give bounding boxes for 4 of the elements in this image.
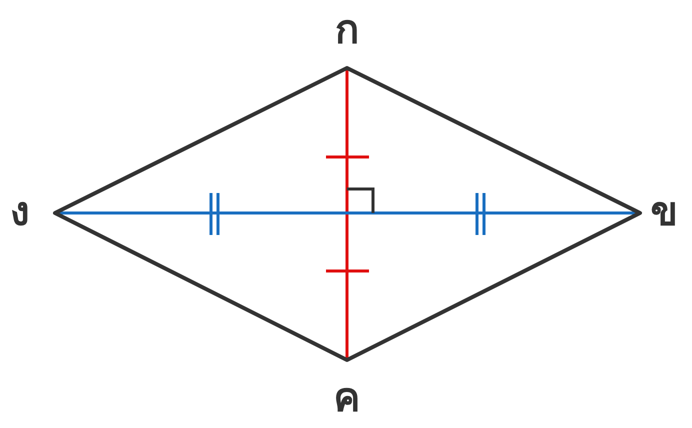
vertex-label: ข (650, 192, 678, 232)
vertex-label: ค (334, 378, 360, 418)
vertex-label: ง (10, 192, 30, 232)
vertex-label: ก (335, 10, 359, 50)
